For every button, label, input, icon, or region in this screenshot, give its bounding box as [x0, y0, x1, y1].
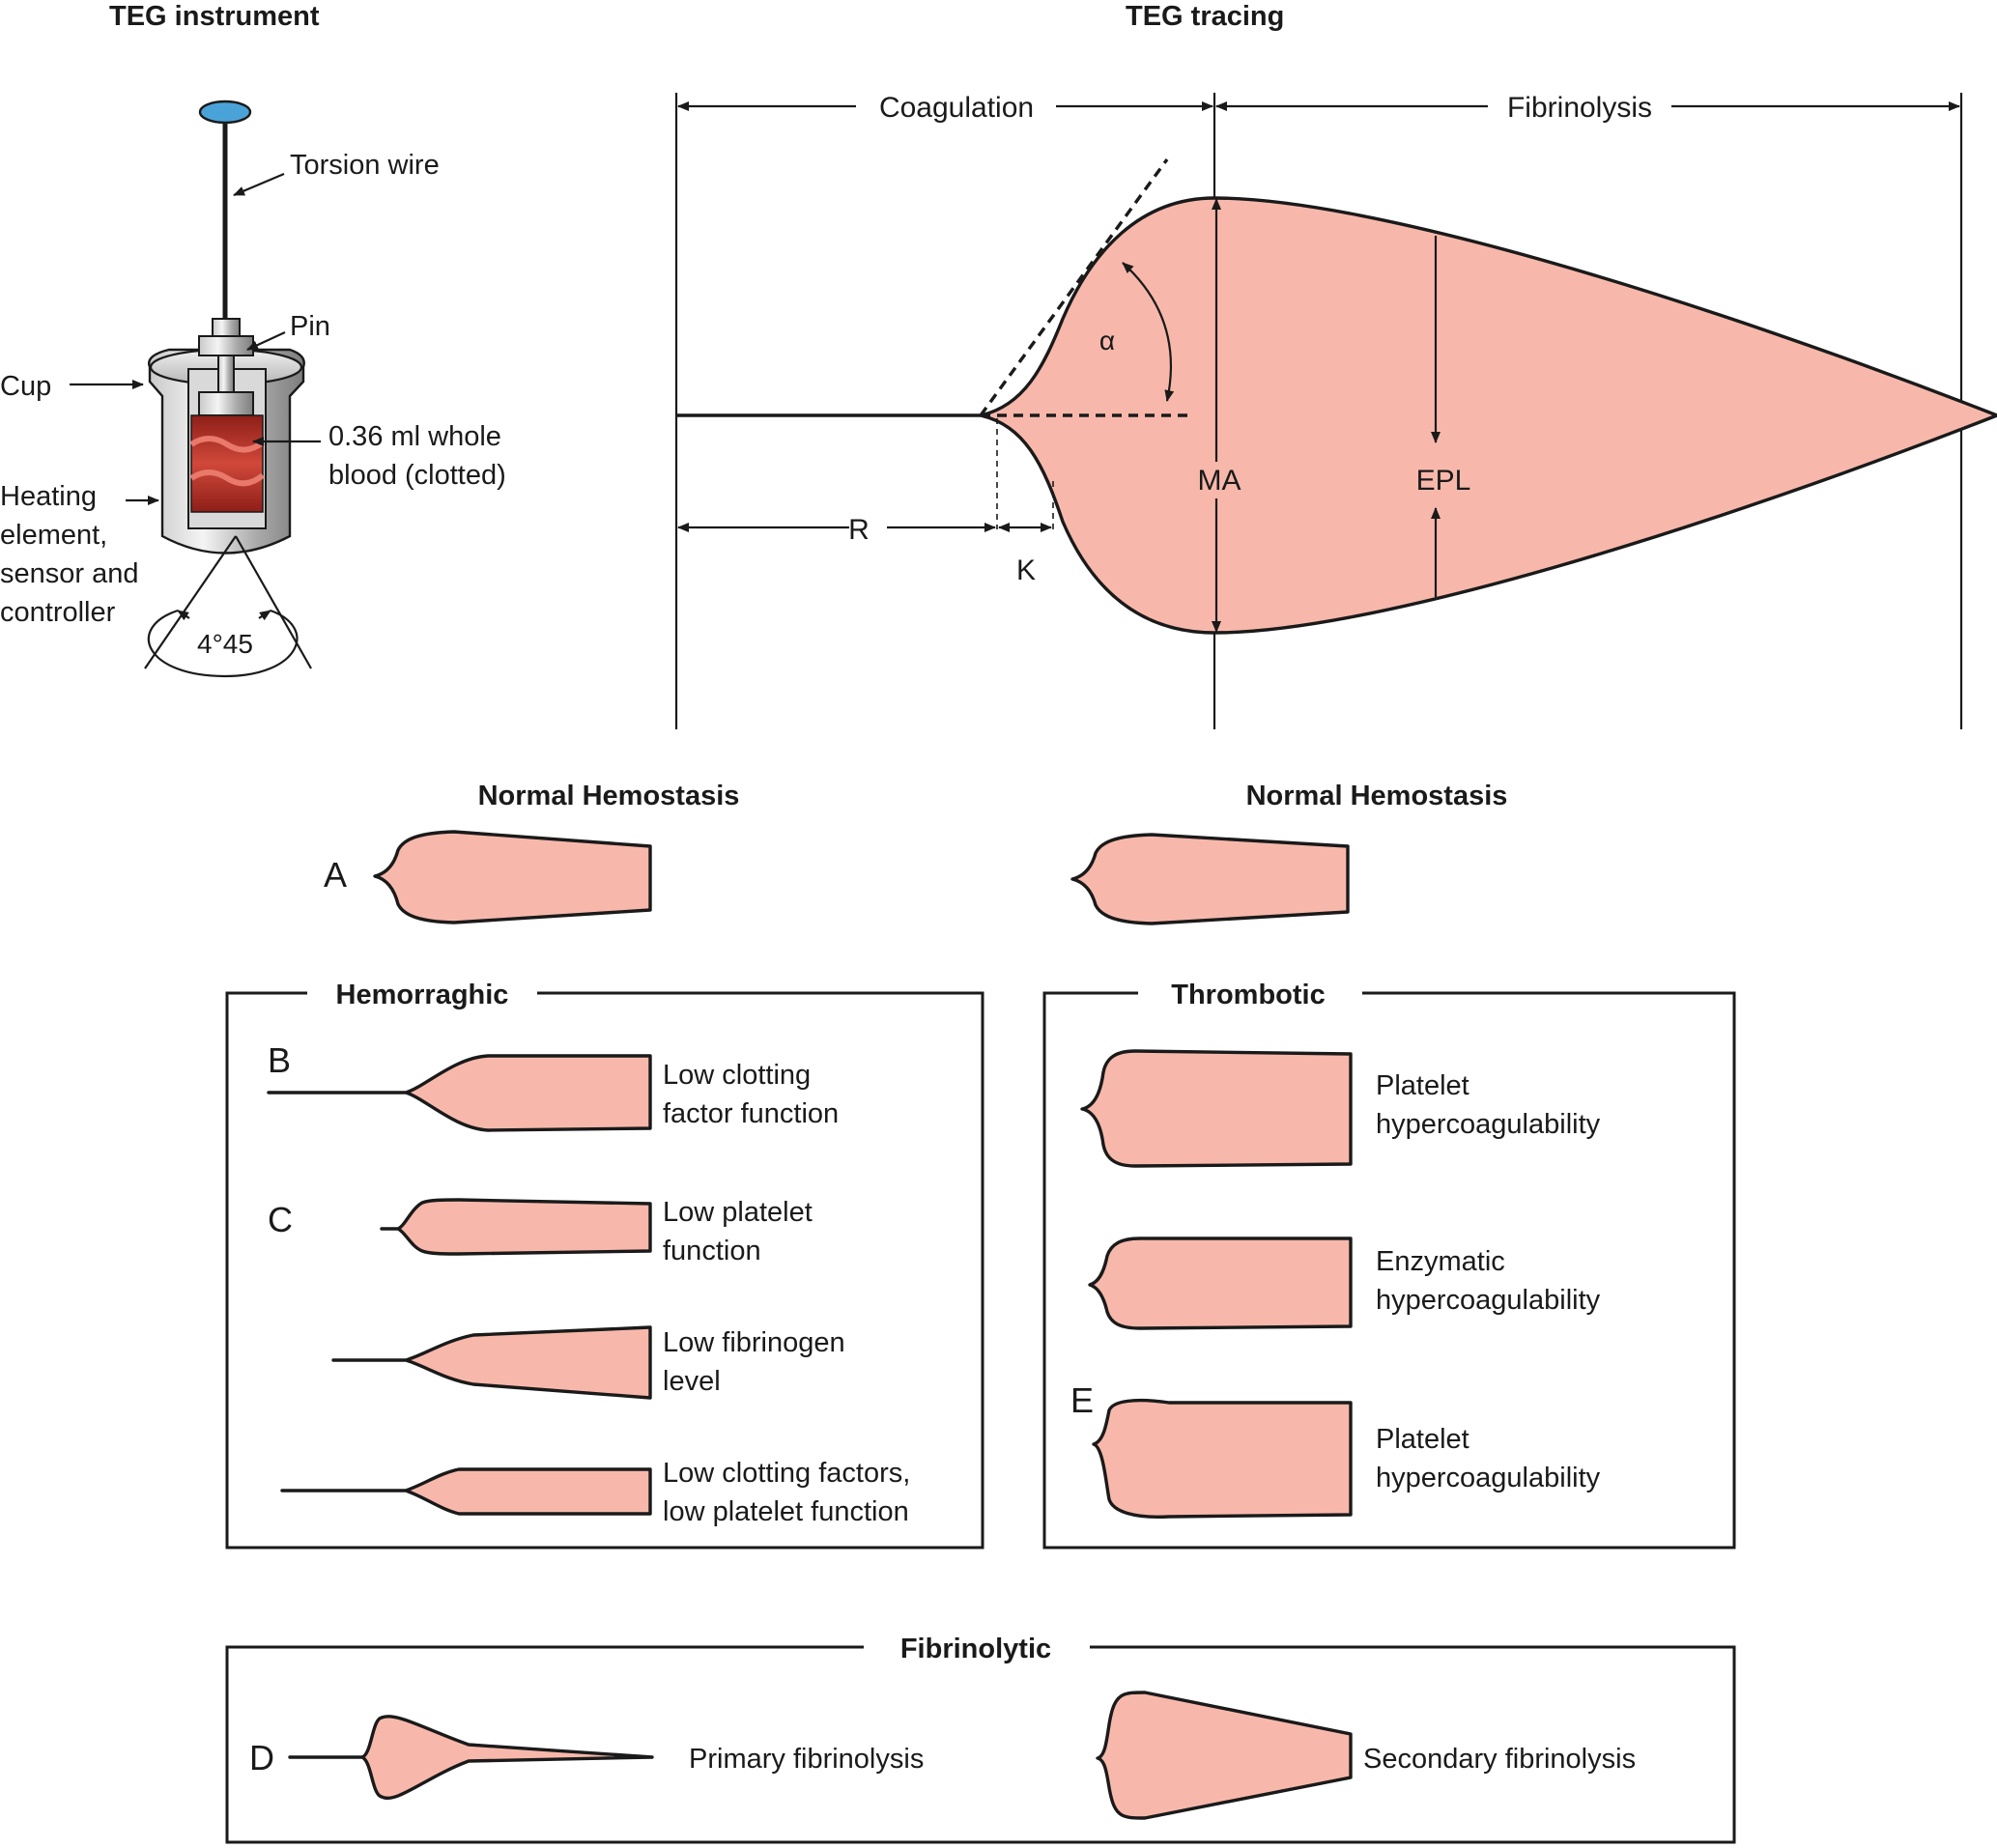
rotation-arrow-right [258, 610, 271, 621]
heating-label-line4: controller [0, 597, 116, 628]
secondary-fibrinolysis-label: Secondary fibrinolysis [1363, 1744, 1636, 1775]
b-label-line1: Low clotting [663, 1060, 811, 1091]
label-e: E [1070, 1380, 1094, 1420]
blood-swirl-1 [189, 436, 265, 453]
trace-low-clotting-factor [267, 1054, 652, 1132]
thrombotic-panel: Thrombotic Platelet hypercoagulability E… [1042, 980, 1736, 1549]
tracing-title: TEG tracing [1126, 1, 1284, 32]
pin-label: Pin [290, 311, 330, 342]
t3-label-line2: hypercoagulability [1376, 1463, 1601, 1493]
thrombotic-heading: Thrombotic [1171, 980, 1326, 1010]
pin-head [212, 318, 241, 337]
fibrinolytic-panel: Fibrinolytic D Primary fibrinolysis Seco… [225, 1634, 1736, 1844]
b-label-line2: factor function [663, 1098, 839, 1129]
epl-label: EPL [1416, 465, 1471, 497]
c1-label-line1: Low platelet [663, 1197, 813, 1228]
t3-label-line1: Platelet [1376, 1424, 1469, 1455]
fibrinolysis-label: Fibrinolysis [1507, 92, 1652, 124]
cone-right-line [235, 535, 312, 669]
label-b: B [268, 1040, 291, 1080]
coagulation-label: Coagulation [879, 92, 1034, 124]
blood-sample [190, 414, 264, 513]
alpha-tangent-line [979, 157, 1169, 417]
rotation-ellipse [147, 609, 299, 678]
label-d: D [249, 1738, 274, 1777]
label-a: A [324, 855, 347, 895]
trace-primary-fibrinolysis [288, 1715, 654, 1801]
c3-label-line1: Low clotting factors, [663, 1458, 910, 1489]
wire-knob-icon [198, 100, 252, 125]
hemorrhagic-heading: Hemorraghic [336, 980, 509, 1010]
c3-label-line2: low platelet function [663, 1496, 909, 1527]
t2-label-line1: Enzymatic [1376, 1246, 1505, 1277]
t1-label-line2: hypercoagulability [1376, 1109, 1601, 1140]
label-c: C [268, 1200, 293, 1239]
ma-label-bg [1194, 462, 1244, 498]
t2-label-line2: hypercoagulability [1376, 1285, 1601, 1316]
cup-label: Cup [0, 371, 51, 402]
normal-trace-right [1070, 833, 1350, 925]
ma-label: MA [1198, 465, 1241, 497]
fibrinolytic-heading: Fibrinolytic [900, 1634, 1051, 1664]
heating-label-line2: element, [0, 520, 107, 551]
k-label: K [1016, 554, 1036, 586]
instrument-title: TEG instrument [109, 1, 320, 32]
trace-platelet-hyper-2 [1092, 1398, 1353, 1520]
alpha-label: α [1099, 326, 1115, 355]
r-label: R [848, 514, 870, 546]
trace-secondary-fibrinolysis [1096, 1691, 1353, 1820]
blood-label-line2: blood (clotted) [328, 460, 506, 491]
trace-enzymatic-hyper [1088, 1237, 1353, 1330]
pin-arrow [246, 331, 286, 351]
hemorrhagic-box [225, 991, 984, 1549]
angle-label: 4°45 [197, 629, 253, 659]
c2-label-line1: Low fibrinogen [663, 1327, 845, 1358]
trace-low-clotting-and-platelet [280, 1467, 652, 1516]
heating-label-line1: Heating [0, 481, 97, 512]
hemorrhagic-panel: Hemorraghic B Low clotting factor functi… [225, 980, 984, 1549]
normal-hemostasis-section: Normal Hemostasis Normal Hemostasis A [324, 781, 1508, 925]
normal-trace-left [373, 830, 652, 924]
alpha-angle-arc [1122, 262, 1175, 402]
pin-piston [198, 391, 254, 416]
c1-label-line2: function [663, 1236, 761, 1266]
heating-label-line3: sensor and [0, 558, 139, 589]
blood-swirl-2 [189, 469, 265, 487]
blood-label-line1: 0.36 ml whole [328, 421, 501, 452]
trace-platelet-hyper-1 [1080, 1049, 1353, 1168]
normal-heading-left: Normal Hemostasis [478, 781, 740, 811]
fibrinolytic-box [225, 1645, 1736, 1844]
torsion-wire-arrow [233, 172, 285, 197]
torsion-wire-label: Torsion wire [290, 150, 440, 181]
rotation-arrow-left [177, 610, 190, 621]
teg-instrument: 4°45 Torsion wire Pin Cup 0.36 ml whole … [0, 100, 506, 678]
normal-heading-right: Normal Hemostasis [1246, 781, 1508, 811]
trace-low-fibrinogen [331, 1325, 652, 1400]
thrombotic-box [1042, 991, 1736, 1549]
pin-shaft [217, 355, 235, 395]
cone-left-line [144, 535, 237, 669]
trace-low-platelet [380, 1198, 652, 1256]
primary-fibrinolysis-label: Primary fibrinolysis [689, 1744, 924, 1775]
c2-label-line2: level [663, 1366, 721, 1397]
t1-label-line1: Platelet [1376, 1070, 1469, 1101]
teg-tracing: Coagulation Fibrinolysis α MA EPL R K [674, 92, 1997, 729]
pin-collar [198, 335, 254, 356]
